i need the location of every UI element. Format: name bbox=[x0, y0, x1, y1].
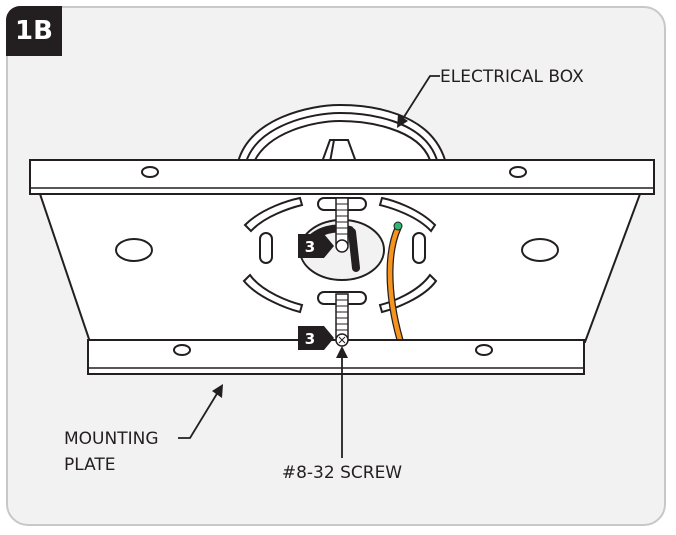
label-screw: #8-32 SCREW bbox=[282, 463, 402, 483]
flange-hole-right bbox=[509, 166, 527, 178]
lower-screw bbox=[335, 293, 349, 339]
ground-wire bbox=[386, 221, 404, 344]
step-badge: 1B bbox=[6, 6, 62, 56]
leader-mounting-plate bbox=[178, 384, 223, 439]
plate-hole-left bbox=[115, 238, 153, 262]
label-mounting-plate-line1: MOUNTING bbox=[64, 429, 159, 449]
bottom-flange bbox=[87, 333, 585, 375]
plate-hole-right bbox=[521, 238, 559, 262]
leader-electrical-box bbox=[397, 75, 440, 128]
upper-screw bbox=[335, 197, 349, 253]
label-electrical-box: ELECTRICAL BOX bbox=[440, 67, 584, 87]
bottom-hole-left bbox=[173, 344, 191, 356]
electrical-box bbox=[237, 103, 446, 163]
callout-upper: 3 bbox=[298, 234, 334, 258]
bottom-hole-right bbox=[475, 344, 493, 356]
wire-tip bbox=[393, 221, 403, 231]
callout-lower-number: 3 bbox=[305, 330, 315, 348]
callout-lower: 3 bbox=[298, 326, 334, 350]
callout-upper-number: 3 bbox=[305, 238, 315, 256]
label-mounting-plate-line2: PLATE bbox=[64, 455, 116, 475]
leader-screw bbox=[336, 346, 348, 458]
top-flange bbox=[29, 159, 655, 195]
flange-hole-left bbox=[141, 166, 159, 178]
